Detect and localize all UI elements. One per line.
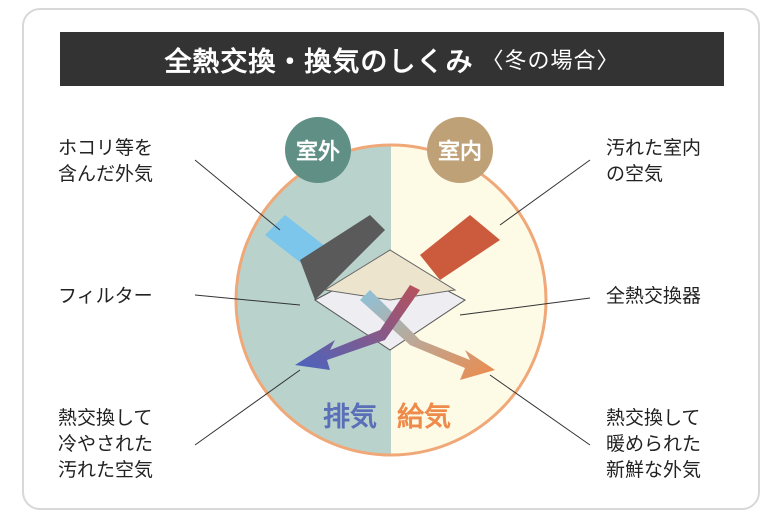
filter (300, 215, 385, 300)
indoor-badge: 室内 (427, 117, 493, 183)
diagram-frame (22, 8, 760, 510)
supply-label: 給気 (397, 402, 451, 433)
circle-border (234, 143, 548, 457)
exhaust-arrow (295, 285, 420, 370)
exhaust-air-label: 熱交換して 冷やされた 汚れた空気 (58, 407, 154, 481)
leader-lines (194, 159, 591, 446)
title-sub: 〈冬の場合〉 (481, 49, 620, 74)
title-bar: 全熱交換・換気のしくみ 〈冬の場合〉 (60, 32, 724, 86)
indoor-air-arrow (420, 215, 500, 280)
outdoor-air-label: ホコリ等を 含んだ外気 (58, 137, 154, 185)
filter-label: フィルター (58, 285, 153, 307)
outdoor-badge: 室外 (285, 117, 351, 183)
heat-exchanger-label: 全熱交換器 (606, 285, 702, 307)
supply-air-label: 熱交換して 暖められた 新鮮な外気 (606, 407, 702, 481)
supply-arrow (360, 290, 495, 380)
dirty-indoor-air-label: 汚れた室内 の空気 (606, 137, 702, 185)
title-main: 全熱交換・換気のしくみ (164, 46, 474, 78)
exhaust-label: 排気 (323, 402, 377, 433)
